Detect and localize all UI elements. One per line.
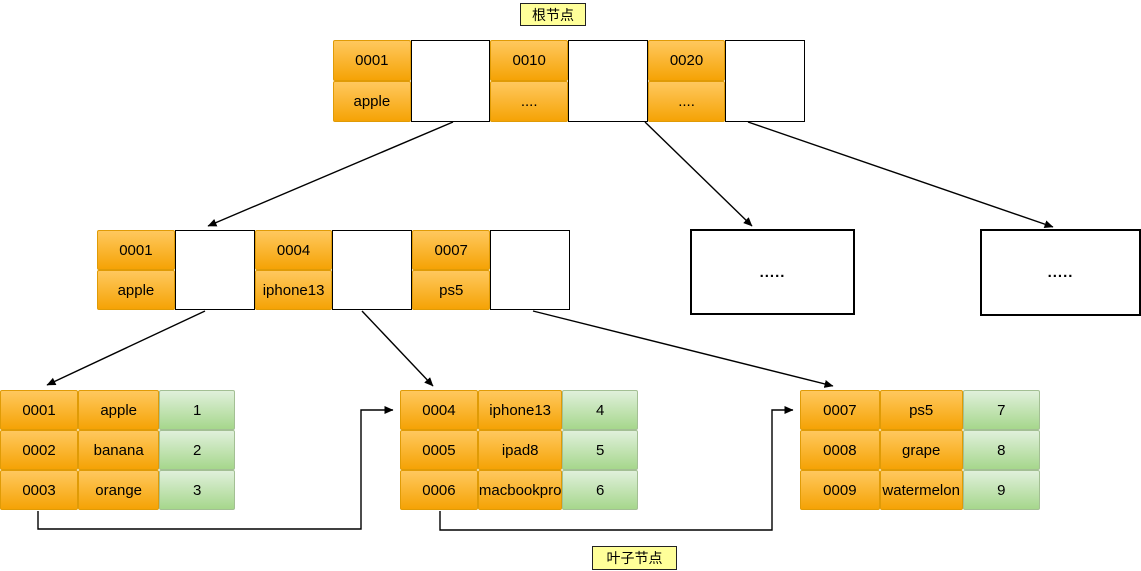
- record-id-cell: 0008: [800, 430, 880, 470]
- leaf-node-1: 0001 apple 1 0002 banana 2 0003 orange 3: [0, 390, 235, 510]
- ellipsis-node-2: .....: [980, 229, 1141, 316]
- record-data-cell: 4: [562, 390, 638, 430]
- record-value-cell: banana: [78, 430, 160, 470]
- record-value-cell: grape: [879, 430, 963, 470]
- value-cell: ....: [490, 81, 569, 122]
- root-node: 0001 apple 0010 .... 0020 ....: [333, 40, 806, 122]
- arrow-root-to-internal: [207, 121, 454, 227]
- arrow-internal-to-leaf-1: [46, 310, 206, 386]
- root-entry: 0010 ....: [490, 40, 569, 122]
- key-cell: 0001: [333, 40, 411, 81]
- record-id-cell: 0002: [0, 430, 79, 470]
- ellipsis-node-1: .....: [690, 229, 855, 315]
- value-cell: iphone13: [254, 270, 333, 310]
- value-cell: apple: [97, 270, 175, 310]
- arrow-internal-to-leaf-2: [361, 310, 434, 387]
- record-id-cell: 0006: [400, 470, 478, 510]
- record-id-cell: 0005: [400, 430, 478, 470]
- internal-entry: 0001 apple: [97, 230, 175, 310]
- pointer-cell: [490, 230, 570, 310]
- record-data-cell: 9: [962, 470, 1040, 510]
- leaf-node-2: 0004 iphone13 4 0005 ipad8 5 0006 macboo…: [400, 390, 638, 510]
- internal-entry: 0007 ps5: [412, 230, 491, 310]
- record-id-cell: 0003: [0, 470, 79, 510]
- leaf-node-3: 0007 ps5 7 0008 grape 8 0009 watermelon …: [800, 390, 1040, 510]
- internal-node: 0001 apple 0004 iphone13 0007 ps5: [97, 230, 570, 310]
- key-cell: 0020: [647, 40, 726, 81]
- internal-entry: 0004 iphone13: [254, 230, 333, 310]
- record-value-cell: ipad8: [477, 430, 563, 470]
- arrow-root-to-ellipsis-2: [747, 121, 1054, 229]
- pointer-cell: [568, 40, 648, 122]
- record-value-cell: apple: [78, 390, 160, 430]
- record-data-cell: 2: [159, 430, 235, 470]
- record-id-cell: 0009: [800, 470, 880, 510]
- root-entry: 0020 ....: [647, 40, 726, 122]
- record-value-cell: ps5: [879, 390, 963, 430]
- record-value-cell: macbookpro: [477, 470, 563, 510]
- record-data-cell: 1: [159, 390, 235, 430]
- key-cell: 0004: [254, 230, 333, 270]
- root-node-label: 根节点: [520, 3, 586, 26]
- record-data-cell: 5: [562, 430, 638, 470]
- record-value-cell: orange: [78, 470, 160, 510]
- value-cell: ps5: [412, 270, 491, 310]
- value-cell: ....: [647, 81, 726, 122]
- record-data-cell: 8: [962, 430, 1040, 470]
- record-data-cell: 7: [962, 390, 1040, 430]
- record-data-cell: 6: [562, 470, 638, 510]
- pointer-cell: [332, 230, 413, 310]
- key-cell: 0001: [97, 230, 175, 270]
- arrow-internal-to-leaf-3: [532, 310, 834, 388]
- record-data-cell: 3: [159, 470, 235, 510]
- record-id-cell: 0001: [0, 390, 79, 430]
- record-id-cell: 0007: [800, 390, 880, 430]
- record-id-cell: 0004: [400, 390, 478, 430]
- pointer-cell: [725, 40, 806, 122]
- pointer-cell: [410, 40, 491, 122]
- record-value-cell: watermelon: [879, 470, 963, 510]
- leaf-node-label: 叶子节点: [592, 546, 677, 570]
- pointer-cell: [174, 230, 255, 310]
- value-cell: apple: [333, 81, 411, 122]
- arrow-root-to-ellipsis-1: [644, 121, 753, 227]
- key-cell: 0010: [490, 40, 569, 81]
- key-cell: 0007: [412, 230, 491, 270]
- root-entry: 0001 apple: [333, 40, 411, 122]
- record-value-cell: iphone13: [477, 390, 563, 430]
